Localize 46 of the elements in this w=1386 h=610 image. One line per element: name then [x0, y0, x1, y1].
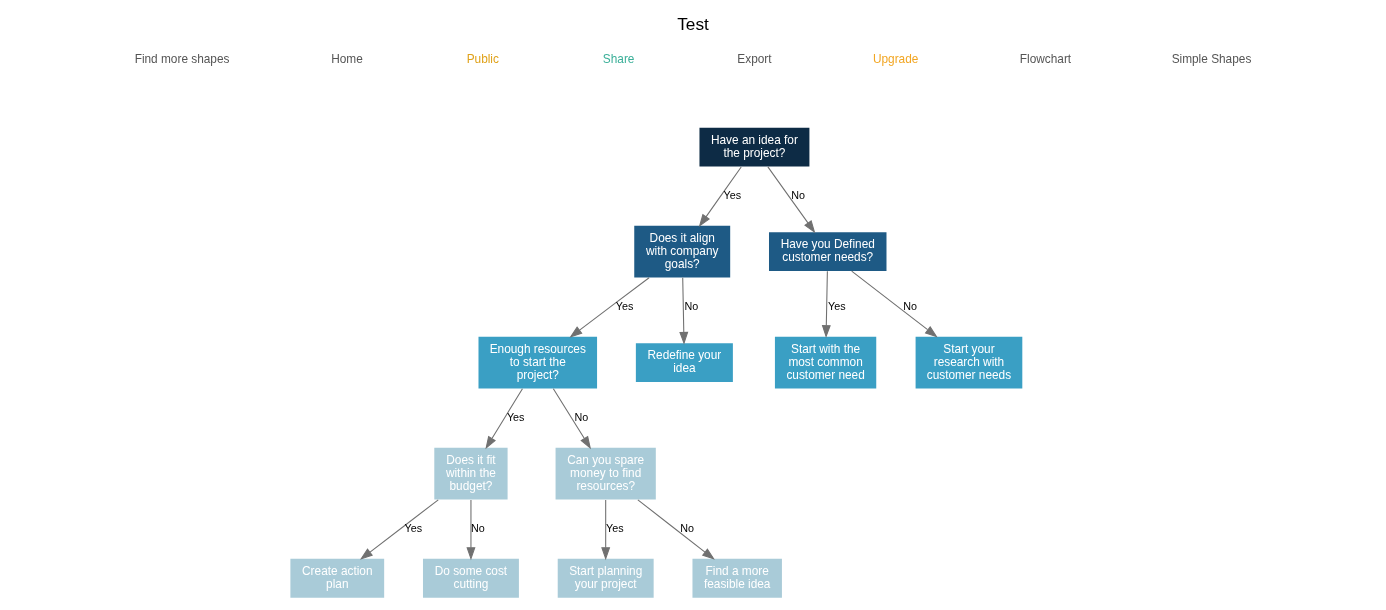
label: Home [331, 51, 363, 66]
node-box: Start planning your project [557, 558, 654, 598]
edge-label: Yes [723, 188, 742, 201]
arrow [552, 388, 592, 450]
arrow [601, 499, 611, 561]
edge-label: Yes [828, 299, 846, 312]
node-box: Does it fit within the budget? [434, 447, 508, 500]
node-box: Find a more feasible idea [692, 558, 782, 598]
arrow [767, 166, 816, 234]
arrow [851, 270, 938, 338]
node-box: Can you spare money to find resources? [555, 447, 656, 500]
node-box: Create action plan [290, 558, 385, 598]
arrow [821, 270, 831, 339]
label: Find more shapes [134, 51, 230, 66]
label: Simple Shapes [1171, 51, 1252, 66]
node-box: Have an idea for the project? [699, 127, 810, 167]
diagram-title: Test [677, 14, 709, 35]
arrow [569, 277, 650, 338]
edge-label: Yes [506, 410, 525, 423]
arrow [637, 499, 715, 560]
label: Public [466, 51, 499, 66]
arrow [679, 277, 689, 345]
edge-label: No [684, 299, 699, 312]
node-box: Start with the most common customer need [774, 336, 877, 389]
label: Flowchart [1019, 51, 1072, 66]
edge-label: Yes [404, 521, 423, 534]
edge-label: No [574, 410, 589, 423]
node-box: Redefine your idea [635, 343, 733, 383]
edge-label: Yes [606, 521, 624, 534]
arrow [485, 388, 523, 450]
label: Share [602, 51, 635, 66]
edge-label: Yes [615, 299, 634, 312]
arrow [698, 166, 742, 228]
node-box: Does it align with company goals? [634, 225, 731, 278]
arrow [466, 499, 476, 561]
edge-label: No [471, 521, 485, 534]
label: Upgrade [872, 51, 919, 66]
node-box: Do some cost cutting [423, 558, 519, 598]
arrow [359, 499, 439, 560]
label: Export [737, 51, 772, 66]
node-box: Start your research with customer needs [915, 336, 1023, 389]
edge-label: No [791, 188, 805, 201]
node-box: Have you Defined customer needs? [769, 232, 887, 272]
node-box: Enough resources to start the project? [478, 336, 598, 389]
edge-label: No [680, 521, 694, 534]
edge-label: No [903, 299, 918, 312]
